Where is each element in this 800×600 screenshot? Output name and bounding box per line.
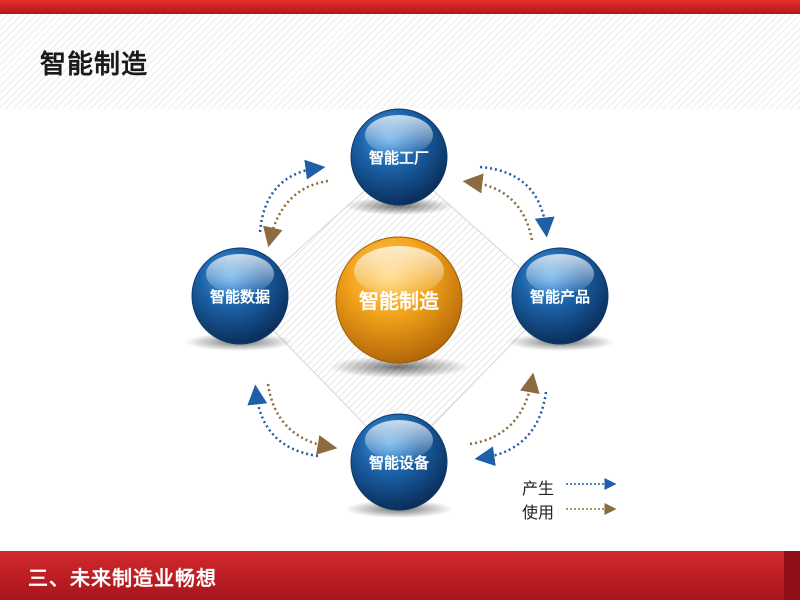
arrow-product-to-factory: [462, 173, 534, 241]
top-accent-bar: [0, 0, 800, 14]
node-shadow: [345, 197, 453, 215]
node-label-smart-data: 智能数据: [210, 288, 270, 306]
node-smart-product: 智能产品: [511, 247, 609, 345]
arrow-device-to-product: [469, 372, 540, 446]
header-band: [0, 14, 800, 109]
arrow-factory-to-product: [479, 165, 555, 238]
center-shadow: [329, 356, 469, 378]
arrow-device-to-data: [247, 384, 319, 458]
node-smart-data: 智能数据: [191, 247, 289, 345]
legend-label-produce: 产生: [522, 479, 554, 498]
node-label-smart-factory: 智能工厂: [369, 149, 429, 167]
node-label-smart-device: 智能设备: [369, 454, 430, 472]
arrow-data-to-device: [266, 383, 338, 455]
footer-bar: 三、未来制造业畅想: [0, 551, 800, 600]
center-label: 智能制造: [359, 289, 440, 313]
slide-title: 智能制造: [40, 50, 149, 80]
node-label-smart-product: 智能产品: [530, 288, 590, 306]
arrow-product-to-device: [474, 391, 548, 467]
node-smart-factory: 智能工厂: [350, 108, 448, 206]
legend-label-use: 使用: [522, 503, 554, 522]
node-smart-device: 智能设备: [350, 413, 448, 511]
arrow-data-to-factory: [258, 159, 326, 233]
center-node-smart-manufacturing: 智能制造: [335, 236, 463, 364]
footer-section-title: 三、未来制造业畅想: [28, 566, 217, 590]
footer-corner: [784, 551, 800, 600]
legend: 产生 使用: [522, 478, 617, 522]
